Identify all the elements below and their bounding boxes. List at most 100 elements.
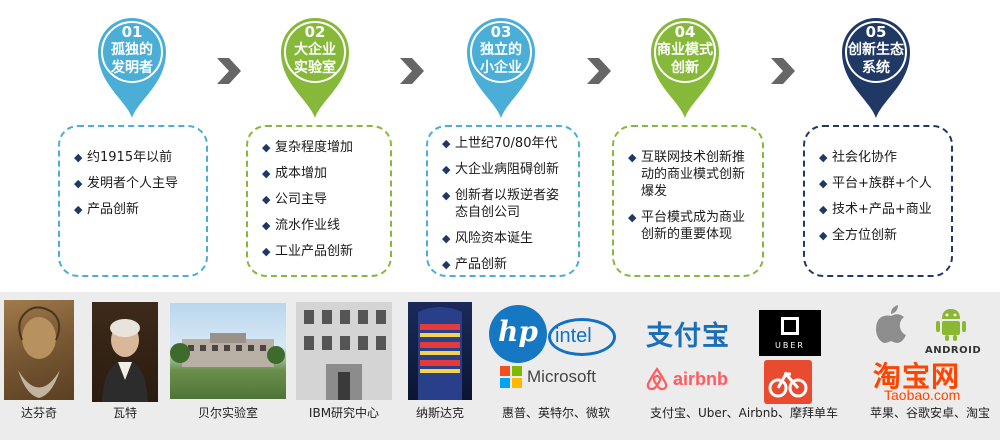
bell-labs-image xyxy=(170,303,286,399)
stage-bullet-item: ◆ 上世纪70/80年代 xyxy=(442,135,570,152)
stage-5-detail-box: ◆社会化协作◆平台+族群+个人◆技术+产品+商业◆全方位创新 xyxy=(803,125,953,277)
diamond-bullet-icon: ◆ xyxy=(628,151,637,164)
airbnb-logo-text: airbnb xyxy=(673,369,729,389)
stage-bullet-item: ◆公司主导 xyxy=(262,191,382,208)
bell-labs-building xyxy=(170,333,285,367)
stage-title-line: 商业模式 xyxy=(657,42,713,58)
taobao-url-text: Taobao.com xyxy=(884,387,961,403)
stage-bullet-text: 风险资本诞生 xyxy=(455,231,534,246)
stage-3-detail-box: ◆ 上世纪70/80年代 ◆ 大企业病阻碍创新 ◆ 创新者以叛逆者姿态自创公司 ◆ 风险资本诞… xyxy=(426,125,580,277)
stage-title-line: 孤独的 xyxy=(111,42,153,58)
stage-bullet-item: ◆发明者个人主导 xyxy=(74,175,198,192)
stage-bullet-list: ◆ 上世纪70/80年代 ◆ 大企业病阻碍创新 ◆ 创新者以叛逆者姿态自创公司 ◆ 风险资本诞… xyxy=(442,135,570,273)
stage-bullet-text: 平台模式成为商业创新的重要体现 xyxy=(641,210,746,242)
caption-nasdaq: 纳斯达克 xyxy=(415,406,464,420)
stage-bullet-item: ◆平台模式成为商业创新的重要体现 xyxy=(628,209,754,243)
intel-logo: intel xyxy=(548,318,616,356)
uber-logo: UBER xyxy=(759,310,821,356)
alipay-logo-text: 支付宝 xyxy=(646,321,730,352)
stage-bullet-text: 产品创新 xyxy=(455,257,508,272)
stage-title-line: 实验室 xyxy=(294,60,336,76)
stage-title-line: 大企业 xyxy=(294,42,336,58)
taobao-logo-text: 淘宝网 xyxy=(873,360,961,393)
stage-bullet-list: ◆社会化协作◆平台+族群+个人◆技术+产品+商业◆全方位创新 xyxy=(819,149,943,244)
chevron-right-icon xyxy=(587,58,611,84)
stage-bullet-text: 创新者以叛逆者姿态自创公司 xyxy=(455,188,560,220)
ibm-research-image xyxy=(296,302,392,400)
stage-bullet-text: 约1915年以前 xyxy=(87,150,173,165)
stage-bullet-item: ◆平台+族群+个人 xyxy=(819,175,943,192)
diamond-bullet-icon: ◆ xyxy=(819,203,828,216)
microsoft-logo-icon xyxy=(500,366,522,388)
caption-ibm-research: IBM研究中心 xyxy=(308,406,380,420)
stage-bullet-item: ◆工业产品创新 xyxy=(262,243,382,260)
stage-bullet-text: 大企业病阻碍创新 xyxy=(455,162,560,177)
stage-bullet-item: ◆产品创新 xyxy=(74,201,198,218)
stage-bullet-text: 复杂程度增加 xyxy=(275,140,354,155)
stage-bullet-item: ◆全方位创新 xyxy=(819,227,943,244)
ibm-research-building xyxy=(296,302,392,400)
diamond-bullet-icon: ◆ xyxy=(442,258,451,271)
map-pin-icon xyxy=(842,17,910,118)
stage-title-line: 独立的 xyxy=(480,42,522,58)
stage-bullet-item: ◆ 创新者以叛逆者姿态自创公司 xyxy=(442,187,570,221)
stage-bullet-text: 工业产品创新 xyxy=(275,244,354,259)
stage-bullet-item: ◆ 大企业病阻碍创新 xyxy=(442,161,570,178)
diamond-bullet-icon: ◆ xyxy=(262,193,271,206)
diamond-bullet-icon: ◆ xyxy=(442,137,451,150)
stage-1-detail-box: ◆ 约1915年以前 ◆发明者个人主导 ◆产品创新 xyxy=(58,125,208,277)
stage-number: 04 xyxy=(674,23,696,41)
diamond-bullet-icon: ◆ xyxy=(819,229,828,242)
stage-bullet-item: ◆ 复杂程度增加 xyxy=(262,139,382,156)
diamond-bullet-icon: ◆ xyxy=(262,219,271,232)
map-pin-icon xyxy=(467,17,535,118)
caption-watt: 瓦特 xyxy=(112,406,137,420)
caption-bell-labs: 贝尔实验室 xyxy=(197,406,258,420)
stage-bullet-text: 技术+产品+商业 xyxy=(832,202,932,217)
stage-number: 05 xyxy=(865,23,887,41)
stage-bullet-item: ◆ 社会化协作 xyxy=(819,149,943,166)
stage-number: 01 xyxy=(121,23,143,41)
uber-logo-icon xyxy=(781,317,799,335)
stage-bullet-list: ◆复杂程度增加◆成本增加◆公司主导◆流水作业线◆工业产品创新 xyxy=(262,139,382,260)
mobike-logo-icon xyxy=(764,360,812,404)
uber-logo-text: UBER xyxy=(775,341,805,350)
caption-da-vinci: 达芬奇 xyxy=(20,406,57,420)
microsoft-logo-text: Microsoft xyxy=(527,367,596,386)
stage-bullet-item: ◆ 成本增加 xyxy=(262,165,382,182)
caption-apple-android-taobao: 苹果、谷歌安卓、淘宝 xyxy=(869,406,990,420)
diamond-bullet-icon: ◆ xyxy=(262,167,271,180)
stage-bullet-text: 社会化协作 xyxy=(832,150,898,165)
apple-logo-icon xyxy=(876,305,906,343)
diamond-bullet-icon: ◆ xyxy=(74,203,83,216)
chevron-right-icon xyxy=(400,58,424,84)
stage-bullet-list: ◆互联网技术创新推动的商业模式创新爆发◆平台模式成为商业创新的重要体现 xyxy=(628,149,754,243)
diamond-bullet-icon: ◆ xyxy=(74,177,83,190)
diamond-bullet-icon: ◆ xyxy=(442,163,451,176)
stage-bullet-text: 平台+族群+个人 xyxy=(832,176,932,191)
stage-bullet-item: ◆ 风险资本诞生 xyxy=(442,230,570,247)
stage-2-detail-box: ◆复杂程度增加◆成本增加◆公司主导◆流水作业线◆工业产品创新 xyxy=(246,125,392,277)
android-logo-icon xyxy=(936,309,966,341)
diamond-bullet-icon: ◆ xyxy=(442,232,451,245)
stage-4-detail-box: ◆互联网技术创新推动的商业模式创新爆发◆平台模式成为商业创新的重要体现 xyxy=(612,125,764,277)
stage-number: 03 xyxy=(490,23,512,41)
stage-bullet-text: 上世纪70/80年代 xyxy=(455,136,558,151)
nasdaq-image xyxy=(408,302,472,400)
map-pin-icon xyxy=(98,17,166,118)
diamond-bullet-icon: ◆ xyxy=(442,189,451,202)
watt-portrait-figure xyxy=(102,319,148,402)
hp-logo: hp xyxy=(489,305,547,363)
stage-bullet-text: 成本增加 xyxy=(275,166,328,181)
map-pin-icon xyxy=(281,17,349,118)
diamond-bullet-icon: ◆ xyxy=(262,141,271,154)
caption-alipay-uber-airbnb-mobike: 支付宝、Uber、Airbnb、摩拜单车 xyxy=(649,406,839,420)
airbnb-logo-icon xyxy=(646,367,668,391)
diamond-bullet-icon: ◆ xyxy=(819,151,828,164)
